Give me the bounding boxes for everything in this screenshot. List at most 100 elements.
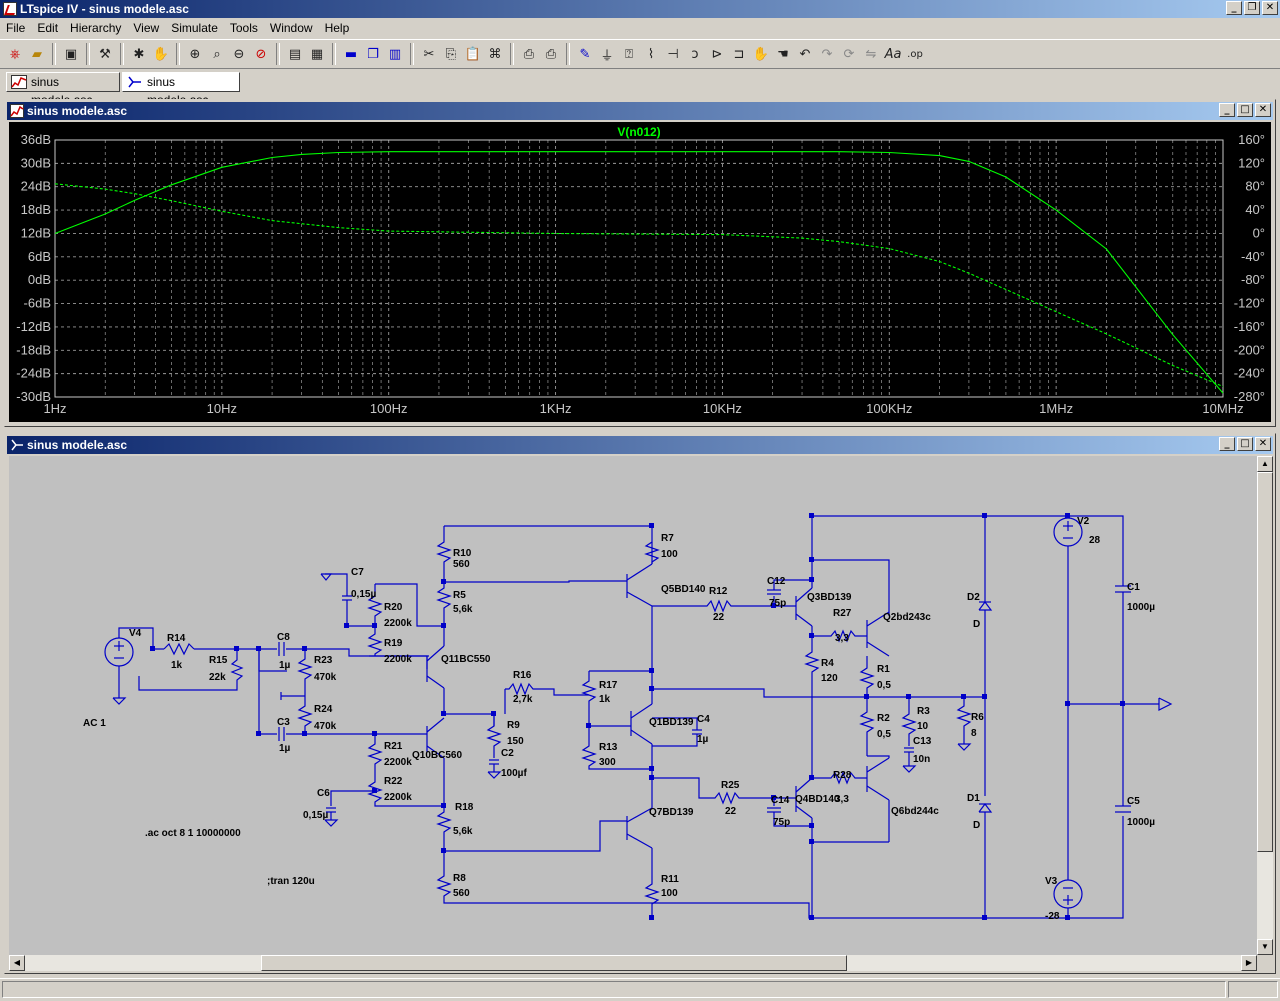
label-net-icon[interactable]: ⍰ bbox=[625, 46, 633, 62]
open-schematic-icon[interactable]: ⎈ bbox=[9, 46, 21, 62]
tile-horizontal-icon[interactable]: ▬ bbox=[344, 46, 358, 62]
y-left-tick-label: 24dB bbox=[21, 179, 51, 194]
x-tick-label: 100KHz bbox=[866, 401, 912, 416]
r11-value: 100 bbox=[661, 888, 678, 899]
copy-icon[interactable]: ⎘ bbox=[445, 46, 457, 62]
run-icon[interactable]: ✱ bbox=[133, 46, 145, 62]
c12-value: 75p bbox=[769, 598, 786, 609]
pan-hand-icon[interactable]: ✋ bbox=[152, 46, 170, 62]
scroll-down-button[interactable]: ▼ bbox=[1257, 939, 1273, 955]
y-right-tick-label: 80° bbox=[1245, 179, 1265, 194]
scroll-right-button[interactable]: ▶ bbox=[1241, 955, 1257, 971]
menu-hierarchy[interactable]: Hierarchy bbox=[70, 21, 122, 35]
r16-label: R16 bbox=[513, 670, 532, 681]
menu-simulate[interactable]: Simulate bbox=[171, 21, 218, 35]
r7-value: 100 bbox=[661, 549, 678, 560]
c14-value: 75p bbox=[773, 817, 790, 828]
cut-icon[interactable]: ✂ bbox=[423, 46, 435, 62]
scroll-up-button[interactable]: ▲ bbox=[1257, 456, 1273, 472]
schematic-vertical-scrollbar[interactable]: ▲ ▼ bbox=[1257, 456, 1273, 955]
close-button[interactable]: ✕ bbox=[1262, 1, 1278, 15]
menu-file[interactable]: File bbox=[6, 21, 26, 35]
undo-icon[interactable]: ↶ bbox=[799, 46, 811, 62]
ground-icon[interactable]: ⏚ bbox=[600, 48, 614, 64]
schematic-horizontal-scrollbar[interactable]: ◀ ▶ bbox=[9, 955, 1257, 971]
move-hand-icon[interactable]: ✋ bbox=[752, 46, 770, 62]
schematic-icon bbox=[128, 76, 141, 88]
grid-icon[interactable]: ▦ bbox=[310, 46, 324, 62]
control-panel-icon[interactable]: ⚒ bbox=[99, 46, 111, 62]
plot-minimize-button[interactable]: _ bbox=[1219, 103, 1235, 117]
plot-close-button[interactable]: ✕ bbox=[1255, 103, 1271, 117]
trace-title[interactable]: V(n012) bbox=[617, 125, 660, 139]
d2-value: D bbox=[973, 619, 980, 630]
mirror-icon[interactable]: ⇋ bbox=[865, 46, 877, 62]
y-left-tick-label: -24dB bbox=[16, 366, 51, 381]
tile-vertical-icon[interactable]: ▥ bbox=[388, 46, 402, 62]
inductor-icon[interactable]: ↄ bbox=[691, 46, 699, 62]
schematic-window-titlebar[interactable]: sinus modele.asc _ □ ✕ bbox=[7, 436, 1273, 454]
r14-value: 1k bbox=[171, 660, 183, 671]
zoom-out-icon[interactable]: ⊖ bbox=[233, 46, 245, 62]
diode-icon[interactable]: ⊳ bbox=[711, 46, 723, 62]
save-icon[interactable]: ▣ bbox=[64, 46, 78, 62]
tab-schematic[interactable]: sinus modele.asc bbox=[122, 72, 240, 107]
ac-directive[interactable]: .ac oct 8 1 10000000 bbox=[145, 828, 241, 839]
magnitude-trace[interactable] bbox=[54, 151, 1224, 394]
menu-window[interactable]: Window bbox=[269, 21, 313, 35]
c5-label: C5 bbox=[1127, 796, 1140, 807]
schematic-minimize-button[interactable]: _ bbox=[1219, 437, 1235, 451]
app-titlebar[interactable]: LTspice IV - sinus modele.asc _ ❐ ✕ bbox=[0, 0, 1280, 18]
plot-window-titlebar[interactable]: sinus modele.asc _ □ ✕ bbox=[7, 102, 1273, 120]
zoom-fit-icon[interactable]: ⊘ bbox=[255, 46, 267, 62]
schematic-close-button[interactable]: ✕ bbox=[1255, 437, 1271, 451]
find-icon[interactable]: ⌘ bbox=[488, 46, 502, 62]
tab-waveform[interactable]: sinus modele.asc bbox=[6, 72, 120, 107]
r19-value: 2200k bbox=[384, 654, 412, 665]
open-folder-icon[interactable]: ▰ bbox=[32, 46, 42, 62]
paste-icon[interactable]: 📋 bbox=[464, 46, 482, 62]
vertical-scroll-thumb[interactable] bbox=[1257, 472, 1273, 852]
status-bar bbox=[0, 978, 1280, 1001]
scroll-left-button[interactable]: ◀ bbox=[9, 955, 25, 971]
menu-bar: File Edit Hierarchy View Simulate Tools … bbox=[0, 18, 1280, 38]
print-preview-icon[interactable]: ⎙ bbox=[523, 46, 535, 62]
plot-maximize-button[interactable]: □ bbox=[1237, 103, 1253, 117]
restore-button[interactable]: ❐ bbox=[1244, 1, 1260, 15]
capacitor-icon[interactable]: ⊣ bbox=[667, 46, 679, 62]
schematic-drawing[interactable]: V4 AC 1 R14 1k R15 22k C8 1µ C3 1µ R23 4… bbox=[9, 456, 1257, 955]
minimize-button[interactable]: _ bbox=[1226, 1, 1242, 15]
c3-value: 1µ bbox=[279, 743, 291, 754]
zoom-area-icon[interactable]: ⌕ bbox=[213, 46, 221, 62]
r3-label: R3 bbox=[917, 706, 930, 717]
schematic-canvas[interactable]: V4 AC 1 R14 1k R15 22k C8 1µ C3 1µ R23 4… bbox=[9, 456, 1257, 955]
rotate-icon[interactable]: ⟳ bbox=[843, 46, 855, 62]
phase-trace[interactable] bbox=[54, 183, 1224, 388]
print-icon[interactable]: ⎙ bbox=[545, 46, 557, 62]
schematic-window[interactable]: sinus modele.asc _ □ ✕ bbox=[4, 433, 1276, 974]
autorange-icon[interactable]: ▤ bbox=[288, 46, 302, 62]
menu-tools[interactable]: Tools bbox=[229, 21, 258, 35]
zoom-in-icon[interactable]: ⊕ bbox=[189, 46, 201, 62]
tran-directive[interactable]: ;tran 120u bbox=[267, 876, 315, 887]
spice-directive-icon[interactable]: .op bbox=[907, 48, 923, 60]
redo-icon[interactable]: ↷ bbox=[821, 46, 833, 62]
x-tick-label: 10KHz bbox=[703, 401, 742, 416]
waveform-icon bbox=[10, 104, 24, 118]
horizontal-scroll-thumb[interactable] bbox=[261, 955, 847, 971]
draw-wire-icon[interactable]: ✎ bbox=[579, 46, 591, 62]
menu-help[interactable]: Help bbox=[324, 21, 350, 35]
text-icon[interactable]: Aa bbox=[884, 46, 902, 62]
y-right-tick-label: 40° bbox=[1245, 202, 1265, 217]
component-icon[interactable]: ⊐ bbox=[733, 46, 745, 62]
schematic-maximize-button[interactable]: □ bbox=[1237, 437, 1253, 451]
menu-edit[interactable]: Edit bbox=[37, 21, 59, 35]
menu-view[interactable]: View bbox=[133, 21, 160, 35]
drag-hand-icon[interactable]: ☚ bbox=[777, 46, 789, 62]
cascade-icon[interactable]: ❐ bbox=[367, 46, 379, 62]
resistor-icon[interactable]: ⌇ bbox=[647, 46, 655, 62]
ltspice-app-icon[interactable] bbox=[3, 2, 17, 16]
